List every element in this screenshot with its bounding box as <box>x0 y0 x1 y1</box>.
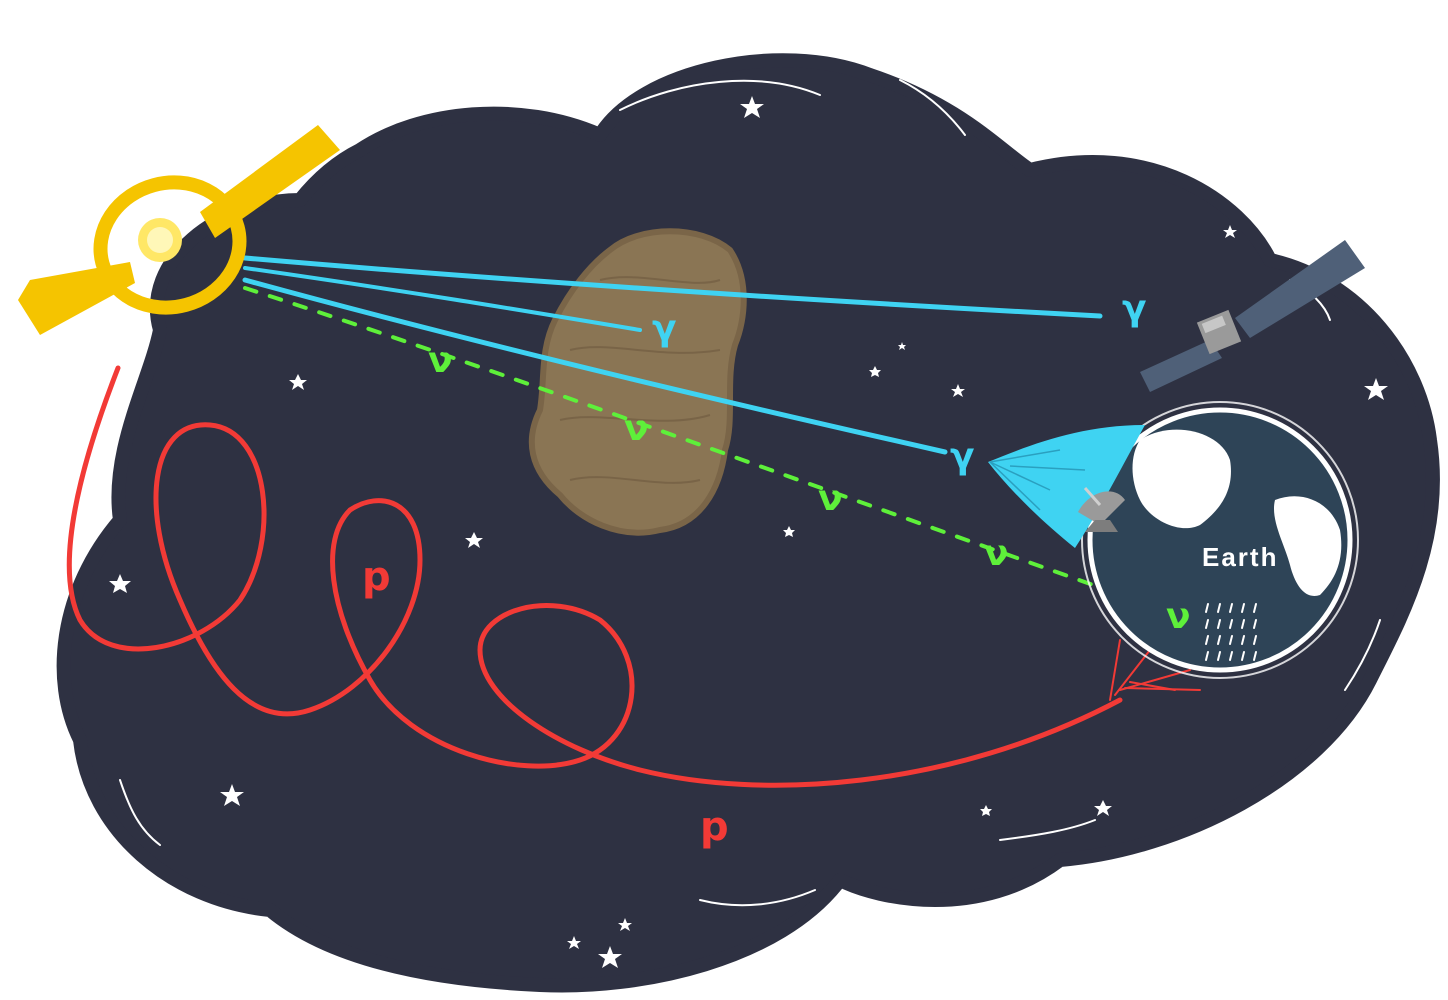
star <box>465 532 483 548</box>
star <box>951 384 965 397</box>
star <box>1223 225 1237 238</box>
neutrino-label: ν <box>818 478 843 519</box>
star <box>220 784 244 806</box>
neutrino-label: ν <box>984 533 1009 574</box>
stars <box>109 96 1388 968</box>
gamma-ray-beam-1 <box>242 255 1103 319</box>
gamma-ray-beam-3 <box>242 277 948 455</box>
sky-edge-scribbles <box>119 79 1381 907</box>
earth-label: Earth <box>1202 542 1278 572</box>
star <box>783 526 795 537</box>
radio-dish-icon <box>1078 487 1125 532</box>
star <box>109 574 131 593</box>
star <box>289 374 307 390</box>
star <box>598 946 622 968</box>
satellite-icon <box>1140 240 1365 392</box>
star <box>567 936 581 949</box>
neutrino-label: ν <box>1166 596 1191 637</box>
star <box>618 918 632 931</box>
neutrino-label: ν <box>428 340 453 381</box>
star <box>740 96 764 118</box>
neutrino-label: ν <box>624 408 649 449</box>
star <box>898 342 906 350</box>
proton-path <box>66 365 1201 788</box>
gamma-ray-beams <box>242 255 1103 455</box>
proton-label: p <box>700 804 729 850</box>
gamma-label: γ <box>1122 288 1147 329</box>
gamma-label: γ <box>652 308 677 349</box>
star <box>869 366 881 377</box>
star <box>1094 800 1112 816</box>
gamma-air-shower <box>988 425 1145 548</box>
gamma-label: γ <box>950 436 975 477</box>
proton-label: p <box>362 554 391 600</box>
gamma-ray-beam-2 <box>243 266 642 332</box>
star <box>1364 378 1388 400</box>
blazar-jet-icon <box>18 125 340 335</box>
earth-globe-icon <box>1081 401 1359 679</box>
star <box>980 805 992 816</box>
